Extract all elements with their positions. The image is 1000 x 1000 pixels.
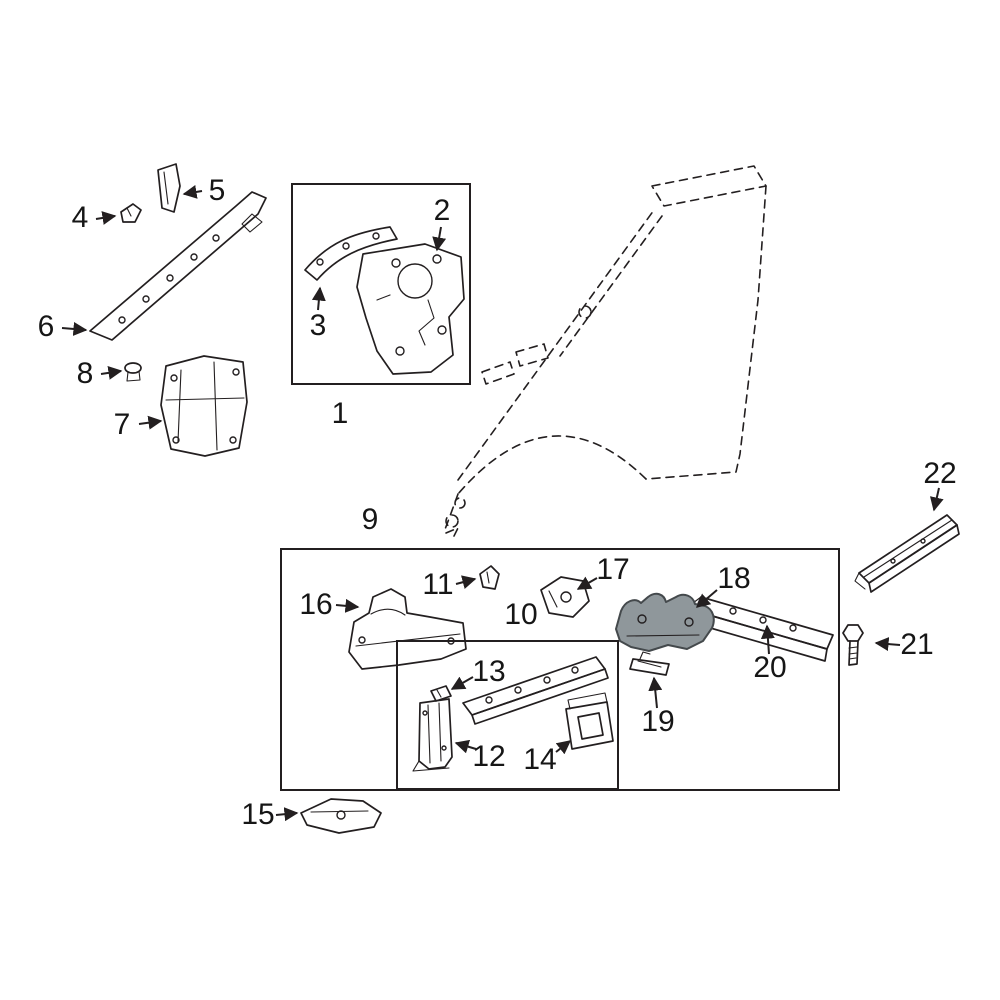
part-14-mount-bracket: [565, 692, 614, 750]
part-17-bracket: [540, 576, 590, 618]
part-11-clip: [479, 565, 500, 590]
part-22-sill-strip: [854, 514, 960, 593]
callout-3[interactable]: 3: [309, 309, 327, 342]
part-18-hole: [637, 614, 647, 624]
callout-2[interactable]: 2: [433, 194, 451, 227]
part-4-clip: [120, 203, 142, 223]
callout-12[interactable]: 12: [472, 740, 506, 773]
part-18-hole: [684, 617, 694, 627]
part-19-flat-bracket: [629, 651, 670, 676]
leader-arrows: [61, 185, 944, 822]
callout-4[interactable]: 4: [71, 201, 89, 234]
callout-16[interactable]: 16: [299, 588, 333, 621]
callout-5[interactable]: 5: [208, 174, 226, 207]
group-box-1: [291, 183, 471, 385]
callout-11[interactable]: 11: [422, 568, 454, 601]
part-18-detail-line: [626, 634, 700, 637]
callout-17[interactable]: 17: [596, 553, 630, 586]
part-18-highlighted-extension[interactable]: [615, 592, 715, 652]
part-16-apron-side-panel: [348, 588, 467, 670]
callout-6[interactable]: 6: [37, 310, 55, 343]
part-8-grommet: [124, 362, 142, 382]
callout-8[interactable]: 8: [76, 357, 94, 390]
callout-10[interactable]: 10: [504, 598, 538, 631]
callout-15[interactable]: 15: [241, 798, 275, 831]
part-3-apron-rail: [304, 226, 398, 281]
part-18-shape[interactable]: [615, 592, 715, 652]
callout-14[interactable]: 14: [523, 743, 557, 776]
part-7-splash-shield: [160, 355, 248, 457]
part-2-apron-panel: [356, 243, 465, 375]
callout-7[interactable]: 7: [113, 408, 131, 441]
callout-13[interactable]: 13: [472, 655, 506, 688]
part-12-side-member: [412, 656, 609, 772]
callout-20[interactable]: 20: [753, 651, 787, 684]
part-15-bracket: [300, 798, 382, 834]
fender-outline-dashed: [443, 165, 767, 541]
part-21-bolt: [842, 624, 864, 666]
callout-21[interactable]: 21: [900, 628, 934, 661]
group-box-10: [396, 640, 619, 790]
part-13-clip: [430, 685, 452, 702]
callout-22[interactable]: 22: [923, 457, 957, 490]
callout-19[interactable]: 19: [641, 705, 675, 738]
part-5-bracket: [157, 163, 181, 213]
callout-1[interactable]: 1: [331, 397, 349, 430]
part-6-fender-rail: [89, 191, 267, 341]
callout-9[interactable]: 9: [361, 503, 379, 536]
callout-18[interactable]: 18: [717, 562, 751, 595]
